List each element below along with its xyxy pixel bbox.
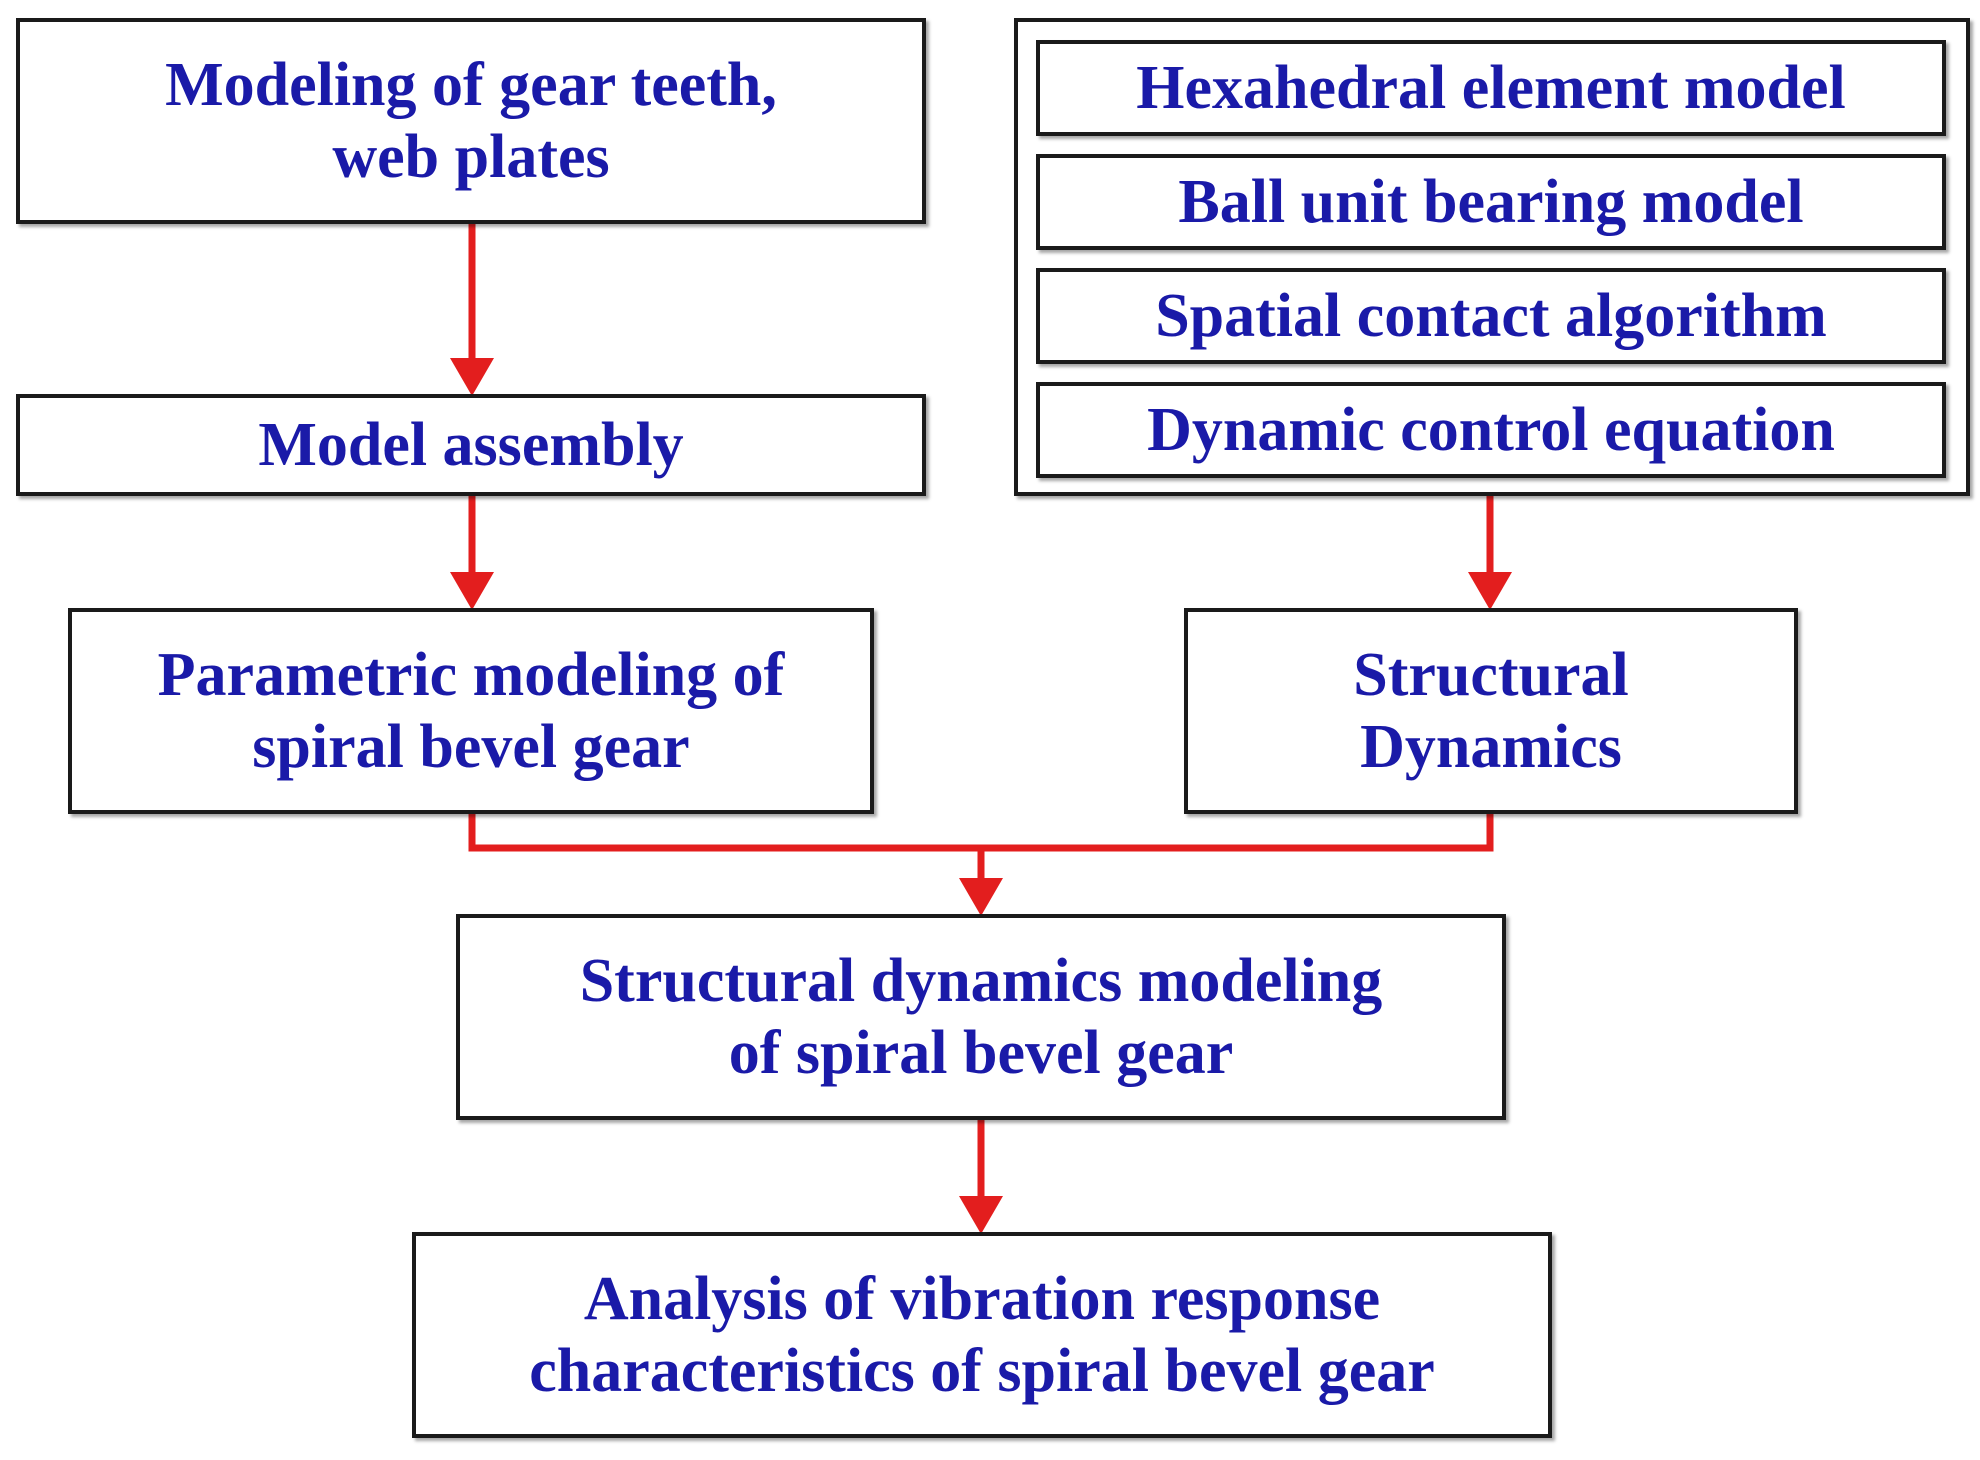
structural-dynamics-modeling-box: Structural dynamics modeling of spiral b…	[456, 914, 1506, 1120]
parametric-modeling-label: Parametric modeling of spiral bevel gear	[157, 641, 785, 781]
model-assembly-box: Model assembly	[16, 394, 926, 496]
vibration-analysis-box: Analysis of vibration response character…	[412, 1232, 1552, 1438]
arrowhead-modeling-to-analysis	[959, 1196, 1003, 1234]
modeling-teeth-box: Modeling of gear teeth, web plates	[16, 18, 926, 224]
ball-bearing-model-label: Ball unit bearing model	[1178, 168, 1804, 236]
model-assembly-label: Model assembly	[258, 411, 684, 479]
parametric-modeling-box: Parametric modeling of spiral bevel gear	[68, 608, 874, 814]
structural-dynamics-box: Structural Dynamics	[1184, 608, 1798, 814]
modeling-teeth-label: Modeling of gear teeth, web plates	[165, 51, 777, 191]
vibration-analysis-label: Analysis of vibration response character…	[529, 1265, 1435, 1405]
arrowhead-merge	[959, 878, 1003, 916]
ball-bearing-model-box: Ball unit bearing model	[1036, 154, 1946, 250]
spatial-contact-box: Spatial contact algorithm	[1036, 268, 1946, 364]
structural-dynamics-modeling-label: Structural dynamics modeling of spiral b…	[579, 947, 1383, 1087]
dynamic-control-box: Dynamic control equation	[1036, 382, 1946, 478]
hexahedral-model-box: Hexahedral element model	[1036, 40, 1946, 136]
structural-dynamics-label: Structural Dynamics	[1353, 641, 1629, 781]
spatial-contact-label: Spatial contact algorithm	[1155, 282, 1827, 350]
dynamic-control-label: Dynamic control equation	[1147, 396, 1835, 464]
hexahedral-model-label: Hexahedral element model	[1136, 54, 1846, 122]
arrowhead-methods-to-structural	[1468, 572, 1512, 610]
arrow-merge	[468, 812, 1494, 852]
arrowhead-assembly-to-parametric	[450, 572, 494, 610]
arrowhead-teeth-to-assembly	[450, 358, 494, 396]
